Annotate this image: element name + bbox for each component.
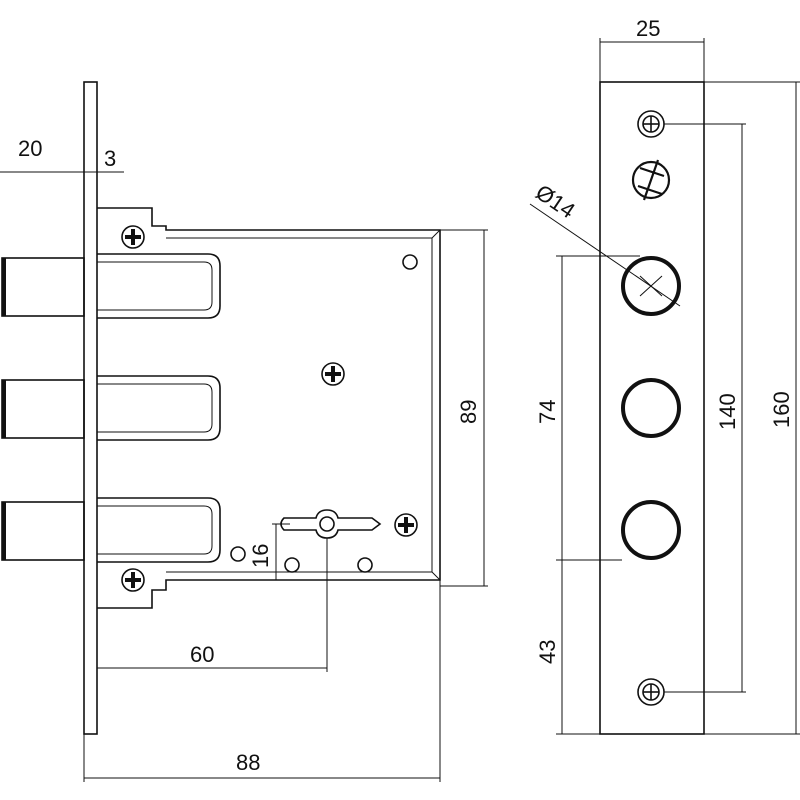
latch-icon: [631, 159, 671, 201]
keyhole-icon: [280, 509, 382, 539]
dim-key-offset: 16: [248, 544, 273, 568]
screw-bottom-front-icon: [637, 678, 665, 706]
hole-small-2: [284, 557, 300, 573]
front-view: 25 Ø14 74 43 140 160: [529, 16, 800, 735]
dim-front-width: 25: [636, 16, 660, 41]
dim-screw-spacing: 140: [715, 393, 740, 430]
faceplate-front: [599, 81, 705, 735]
faceplate-side: [83, 81, 98, 735]
bolt-bottom: [1, 497, 221, 563]
hole-small-3: [357, 557, 373, 573]
dim-case-height: 89: [456, 400, 481, 424]
bolt-top: [1, 253, 221, 319]
hole-top-right: [402, 254, 418, 270]
lock-body-inner: [166, 237, 433, 573]
dim-front-length: 160: [769, 391, 794, 428]
screw-right-icon: [394, 513, 418, 537]
screw-bottom-left-icon: [121, 568, 145, 592]
bolt-hole-middle: [621, 378, 681, 438]
dim-faceplate-thickness: 3: [104, 146, 116, 171]
screw-top-front-icon: [637, 110, 665, 138]
dim-spacing-43: 43: [535, 640, 560, 664]
bolt-hole-bottom: [621, 500, 681, 560]
bolt-middle: [1, 375, 221, 441]
dim-hole-diameter: Ø14: [531, 179, 579, 223]
hole-small-1: [230, 546, 246, 562]
lock-body-outline: [97, 207, 441, 609]
dim-case-width: 88: [236, 750, 260, 775]
dim-backset: 60: [190, 642, 214, 667]
dim-bolt-projection: 20: [18, 136, 42, 161]
screw-top-left-icon: [121, 225, 145, 249]
screw-center-icon: [321, 362, 345, 386]
dim-spacing-74: 74: [535, 400, 560, 424]
bolt-hole-top: [621, 256, 681, 316]
side-view: 20 3 60 88 89 16: [0, 81, 488, 782]
